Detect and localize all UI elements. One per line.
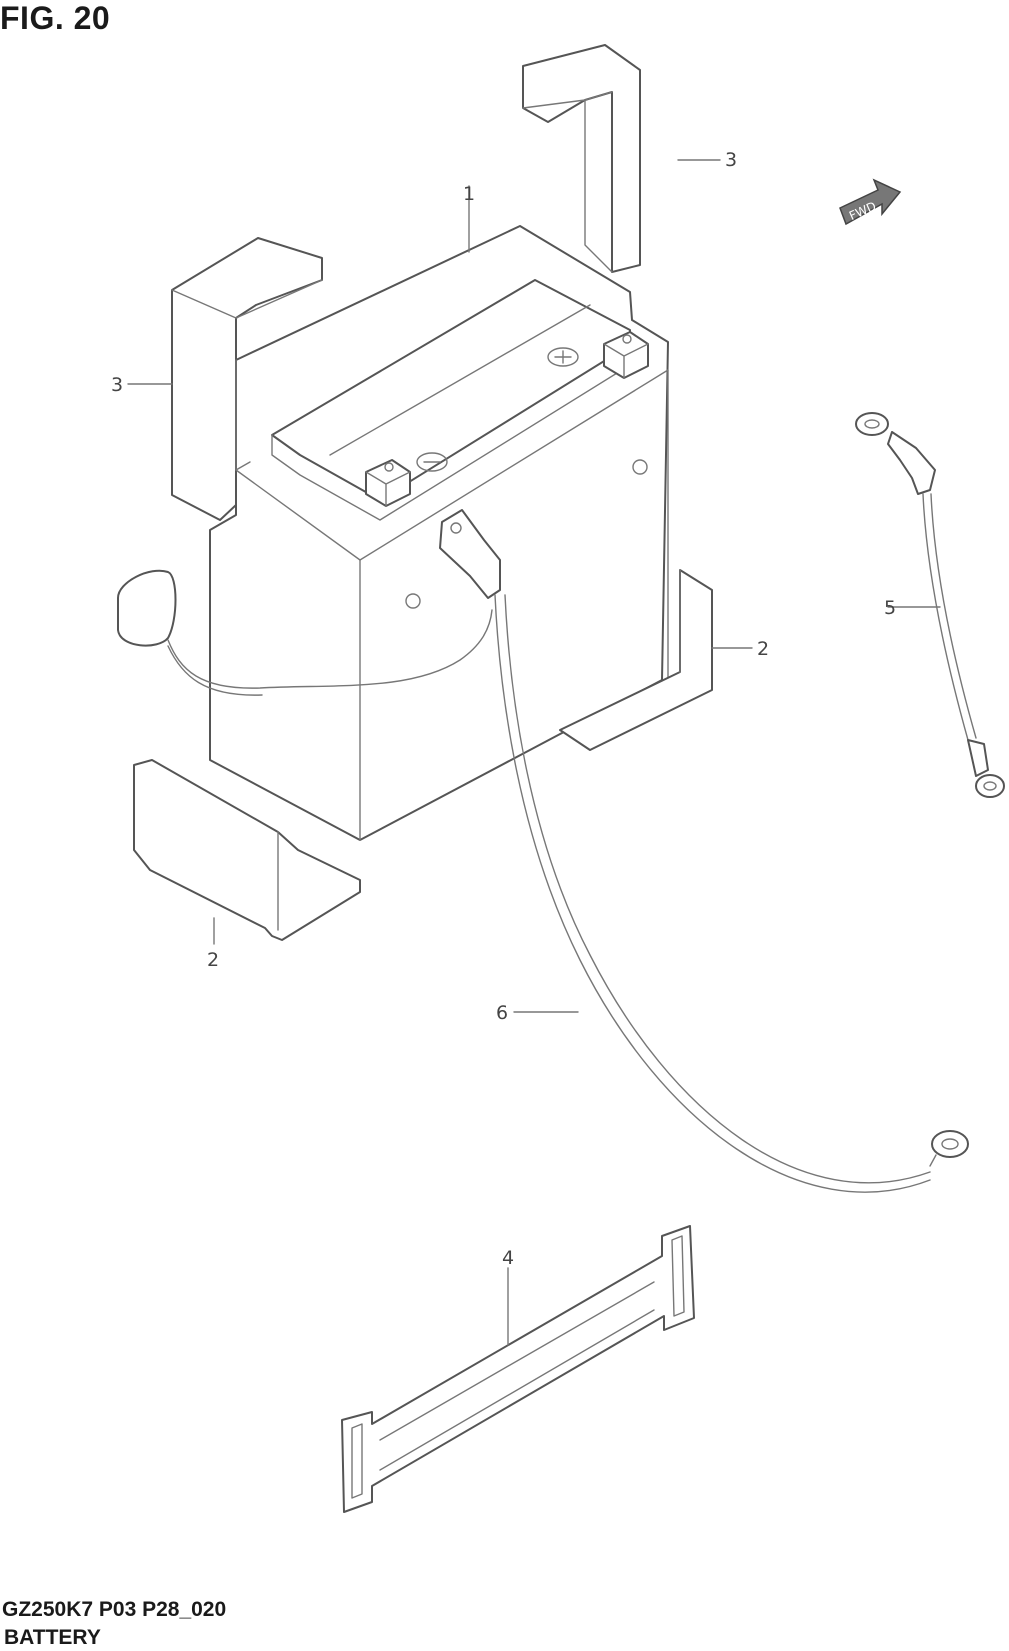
fwd-arrow-icon: FWD (839, 178, 902, 226)
figure-caption: BATTERY (4, 1626, 101, 1649)
pad-bottom (133, 759, 361, 941)
pad-left (171, 237, 323, 521)
callout-battery: 1 (463, 183, 475, 205)
pad-right (559, 569, 713, 751)
terminal-positive (603, 331, 649, 379)
pad-top (522, 44, 641, 273)
battery-band (341, 1225, 695, 1513)
callout-pad-top: 3 (725, 149, 737, 171)
plus-mark-icon (547, 347, 579, 367)
callout-lead-short: 5 (884, 597, 896, 619)
callout-band: 4 (502, 1247, 514, 1269)
vent-hose (117, 569, 493, 696)
screw-icon (405, 593, 421, 609)
callout-pad-bottom: 2 (207, 949, 219, 971)
terminal-negative (365, 459, 411, 507)
drawing-code: GZ250K7 P03 P28_020 (2, 1598, 227, 1621)
screw-icon (632, 459, 648, 475)
figure-title: FIG. 20 (0, 0, 111, 36)
leader-lines (127, 159, 941, 1346)
minus-mark-icon (416, 452, 448, 472)
callout-pad-right: 2 (757, 638, 769, 660)
lead-wire-short (855, 412, 1005, 798)
lead-wire-long (439, 509, 969, 1193)
callout-lead-long: 6 (496, 1002, 508, 1024)
callout-pad-left: 3 (111, 374, 123, 396)
battery (209, 225, 669, 841)
